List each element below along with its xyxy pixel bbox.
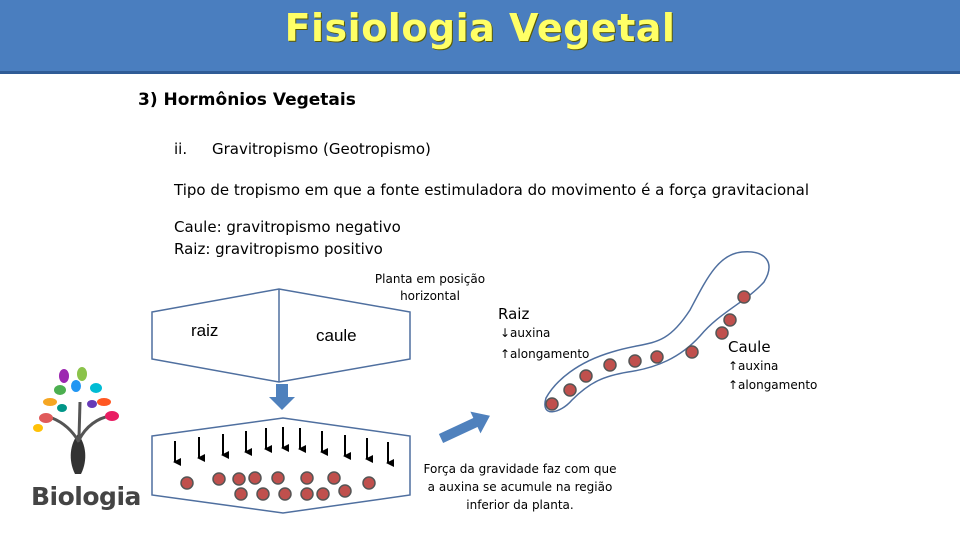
root-tropism-text: Raiz: gravitropismo positivo bbox=[174, 240, 383, 258]
biologia-logo-icon bbox=[33, 367, 119, 474]
stem-elongation-label: ↑alongamento bbox=[728, 378, 818, 392]
header-banner: Fisiologia Vegetal bbox=[0, 0, 960, 74]
root-label: Raiz bbox=[498, 305, 530, 323]
gravity-caption: Força da gravidade faz com que a auxina … bbox=[423, 462, 617, 512]
inner-root-label: raiz bbox=[191, 321, 219, 340]
plant-caption: Planta em posição horizontal bbox=[374, 272, 486, 303]
subsection-number: ii. bbox=[174, 140, 188, 158]
stem-auxin-label: ↑auxina bbox=[728, 359, 779, 373]
logo-text: Biologia bbox=[31, 482, 141, 511]
stem-tropism-text: Caule: gravitropismo negativo bbox=[174, 218, 401, 236]
curved-plant-outline bbox=[544, 251, 770, 413]
page-title: Fisiologia Vegetal bbox=[284, 6, 676, 50]
section-title: 3) Hormônios Vegetais bbox=[138, 90, 356, 110]
subsection-title: Gravitropismo (Geotropismo) bbox=[212, 140, 431, 158]
inner-stem-label: caule bbox=[316, 326, 357, 345]
root-elongation-label: ↑alongamento bbox=[500, 347, 590, 361]
definition-text: Tipo de tropismo em que a fonte estimula… bbox=[174, 181, 810, 199]
auxin-dots-plant bbox=[545, 290, 751, 411]
gravity-arrows bbox=[173, 427, 394, 467]
auxin-dots-bottom bbox=[180, 471, 376, 501]
stem-label: Caule bbox=[728, 338, 771, 356]
down-arrow-icon bbox=[269, 384, 295, 410]
root-auxin-label: ↓auxina bbox=[500, 326, 551, 340]
diagonal-arrow-icon bbox=[438, 411, 490, 444]
